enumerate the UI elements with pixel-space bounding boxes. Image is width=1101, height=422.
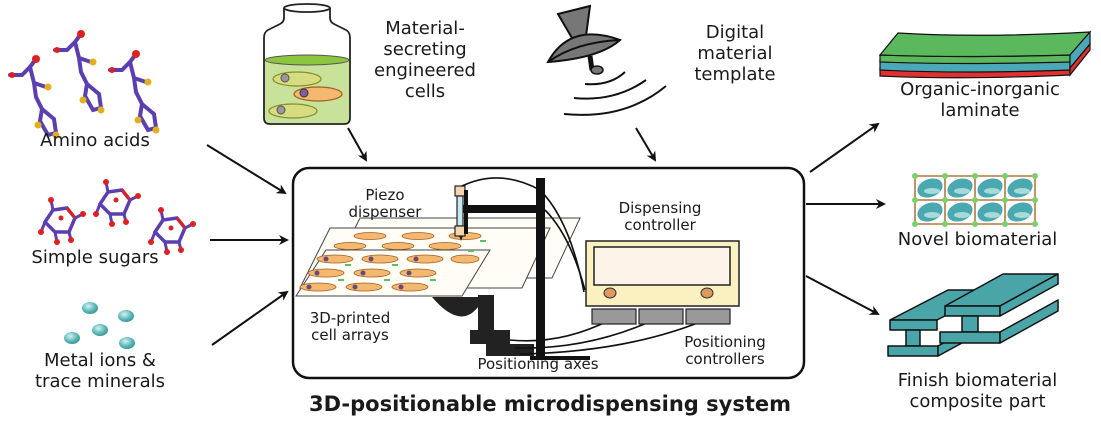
amino-acids-label: Amino acids — [40, 130, 150, 151]
sugar-ring-molecules-icon — [38, 179, 196, 255]
laminate-label: Organic-inorganic laminate — [900, 79, 1060, 121]
arrow-to-composite — [805, 275, 880, 315]
i-beam-composite-icon — [887, 273, 1059, 357]
positioning-axes-label: Positioning axes — [477, 355, 599, 373]
arrow-engineered-cells — [347, 127, 367, 162]
positioning-controllers-label: Positioning controllers — [684, 333, 766, 368]
arrow-digital-template — [635, 127, 657, 162]
dispensing-controller-icon — [585, 240, 740, 325]
simple-sugars-label: Simple sugars — [31, 247, 159, 268]
lattice-biomaterial-icon — [912, 173, 1038, 227]
amino-acid-molecules-icon — [8, 30, 160, 139]
arrow-amino-acids — [206, 144, 287, 195]
ion-spheres-icon — [64, 302, 135, 349]
positioning-axes-icon — [432, 178, 590, 360]
dispensing-controller-label: Dispensing controller — [618, 199, 702, 234]
input-arrows — [206, 127, 657, 346]
broadcast-dish-icon — [546, 4, 667, 116]
metal-ions-label: Metal ions & trace minerals — [34, 350, 165, 392]
digital-template-label: Digital material template — [694, 22, 776, 85]
cables — [461, 177, 711, 355]
composite-label: Finish biomaterial composite part — [897, 370, 1058, 412]
cell-array-sheets-icon — [295, 217, 581, 297]
arrow-metal-ions — [211, 290, 289, 346]
layered-laminate-icon — [878, 30, 1092, 79]
output-arrows — [805, 122, 886, 315]
piezo-dispenser-label: Piezo dispenser — [348, 186, 422, 221]
biomaterial-label: Novel biomaterial — [897, 229, 1058, 250]
piezo-dispenser-icon — [454, 185, 468, 241]
engineered-cells-label: Material- secreting engineered cells — [374, 18, 476, 102]
arrow-to-laminate — [809, 122, 880, 173]
cell-culture-flask-icon — [263, 3, 351, 125]
system-title: 3D-positionable microdispensing system — [309, 392, 791, 416]
cell-arrays-label: 3D-printed cell arrays — [309, 309, 391, 344]
